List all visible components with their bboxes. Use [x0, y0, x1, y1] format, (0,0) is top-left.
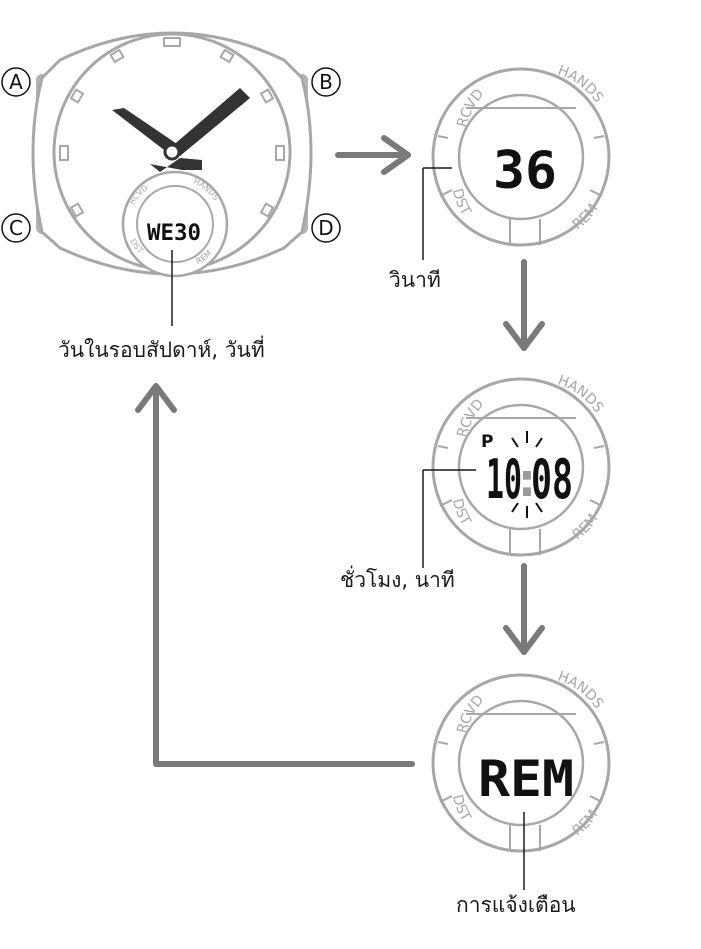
time-colon-text: : — [513, 452, 542, 508]
button-d-label: D — [318, 216, 333, 240]
seconds-screen: RCVD HANDS DST REM 36 — [422, 63, 611, 260]
hour-hand — [112, 108, 180, 156]
hour-markers — [59, 37, 285, 218]
button-labels: A B C D — [1, 67, 341, 243]
main-watch: RCVD HANDS DST REM WE30 — [31, 31, 313, 326]
main-caption: วันในรอบสัปดาห์, วันที่ — [58, 338, 265, 362]
button-a-label: A — [9, 70, 23, 94]
hand-counterweight — [150, 158, 202, 172]
flow-arrows — [135, 135, 545, 767]
alarm-screen: RCVD HANDS DST REM REM — [431, 669, 611, 890]
arrow-down-1 — [503, 259, 545, 351]
sub-dial-inner — [136, 185, 214, 263]
button-b-label: B — [319, 70, 333, 94]
arrow-right — [335, 135, 411, 175]
time-screen: RCVD HANDS DST REM P 10 : 08 — [422, 373, 611, 568]
flashing-indicator-lines — [511, 431, 543, 518]
seconds-lcd-text: 36 — [493, 141, 557, 201]
arrow-return — [135, 383, 415, 767]
pm-indicator: P — [481, 432, 493, 452]
alarm-lcd-text: REM — [478, 750, 574, 808]
main-lcd-text: WE30 — [147, 221, 201, 246]
time-minute-text: 08 — [531, 448, 573, 511]
alarm-caption: การแจ้งเตือน — [456, 893, 576, 917]
hands-pivot — [163, 143, 181, 161]
arrow-down-2 — [503, 563, 545, 655]
time-caption: ชั่วโมง, นาที — [340, 568, 455, 592]
minute-hand — [170, 88, 250, 156]
seconds-caption: วินาที — [389, 268, 441, 292]
time-hour-text: 10 — [486, 448, 522, 511]
button-c-label: C — [9, 216, 23, 240]
